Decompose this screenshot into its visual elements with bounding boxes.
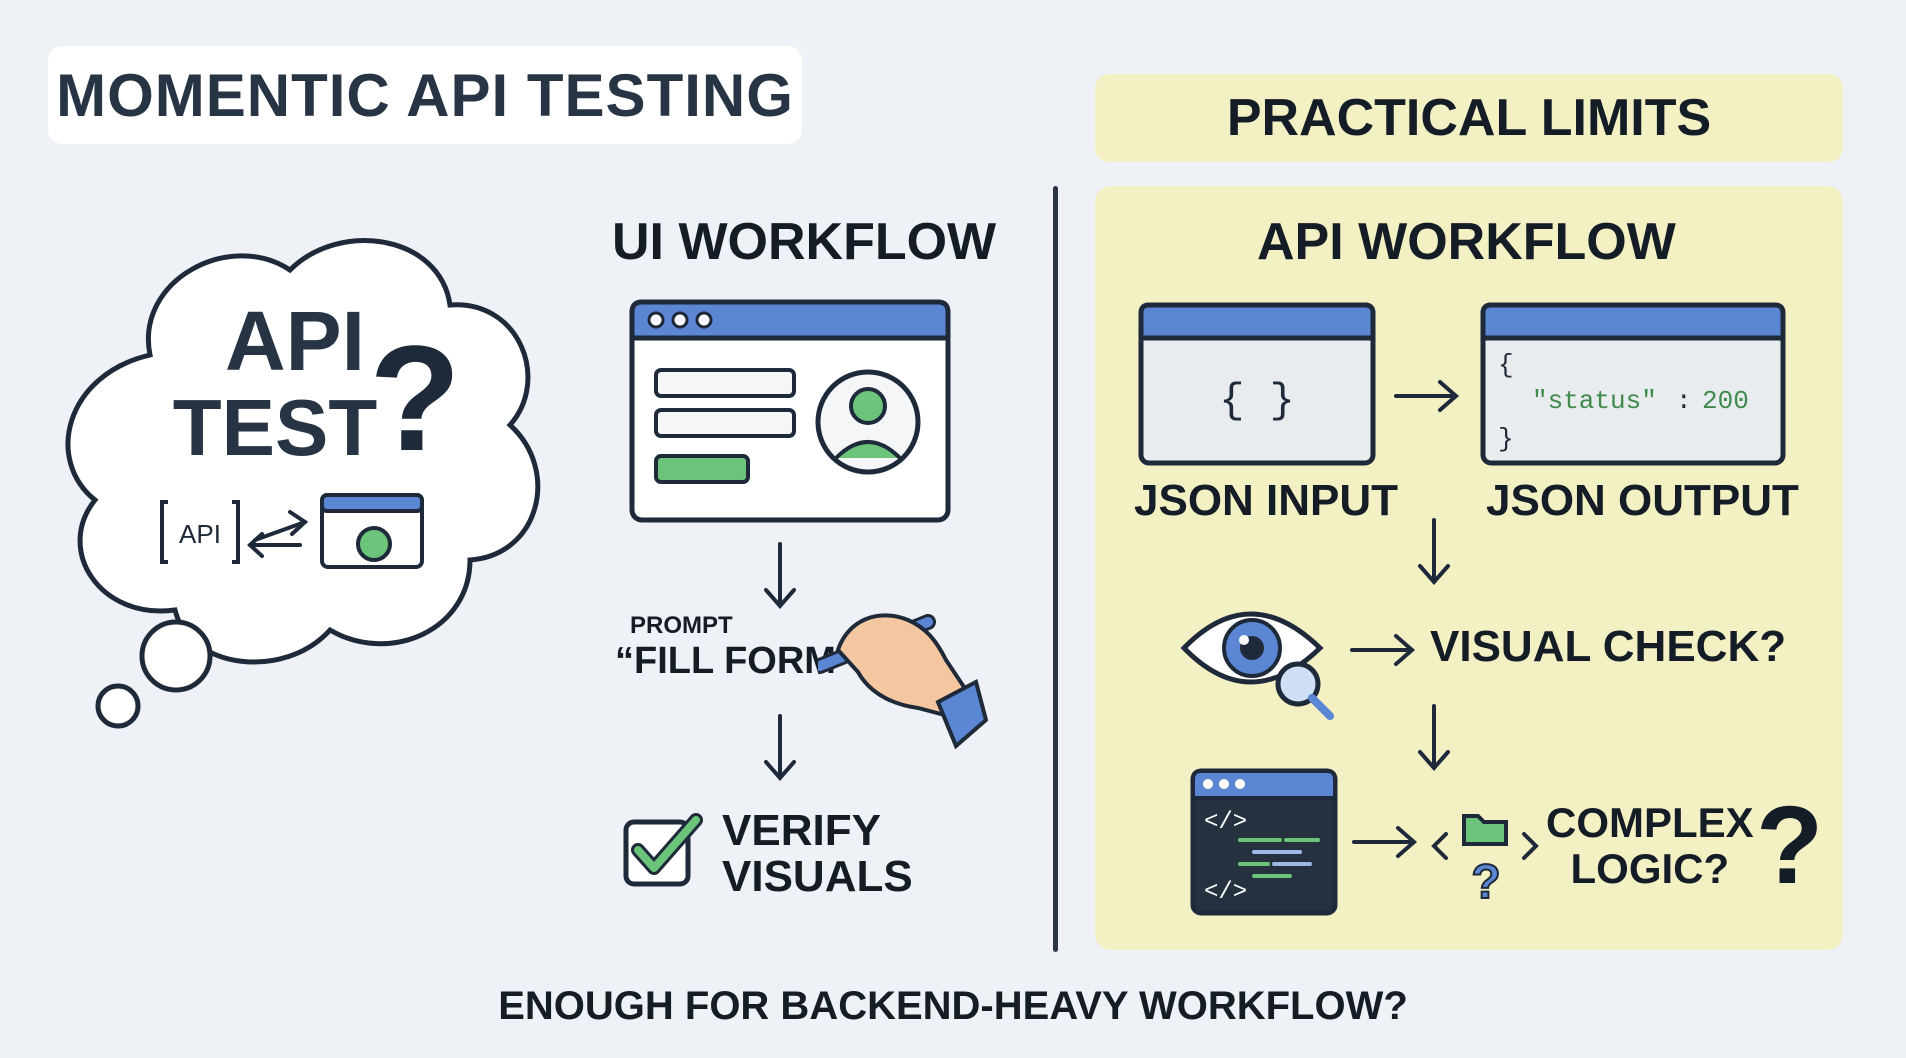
- folder-logic-icon: ?: [1431, 814, 1539, 904]
- form-field: [654, 368, 796, 398]
- cloud-bubble-small: [95, 683, 141, 729]
- title-box: MOMENTIC API TESTING: [48, 46, 802, 144]
- checkbox-checked-icon: [623, 813, 703, 887]
- json-status-value: 200: [1702, 386, 1749, 416]
- practical-limits-header: PRACTICAL LIMITS: [1095, 74, 1843, 162]
- complex-line1: COMPLEX: [1546, 799, 1754, 846]
- window-dot: [695, 311, 713, 329]
- section-divider: [1053, 186, 1058, 952]
- page-title: MOMENTIC API TESTING: [56, 61, 794, 129]
- json-input-braces: { }: [1219, 377, 1295, 425]
- verify-line2: VISUALS: [722, 852, 913, 901]
- thought-cloud: API TEST ? API: [65, 238, 541, 729]
- eye-magnifier-icon: [1180, 611, 1334, 720]
- complex-question-mark: ?: [1756, 784, 1824, 907]
- json-colon: :: [1676, 386, 1692, 416]
- prompt-text: “FILL FORM: [615, 640, 836, 682]
- ui-workflow-heading: UI WORKFLOW: [612, 213, 997, 271]
- api-bracket-left: [160, 500, 168, 564]
- form-field: [654, 408, 796, 438]
- hand-pen-icon: [818, 613, 988, 750]
- cloud-text-api: API: [225, 294, 365, 388]
- mini-window-icon: [320, 493, 424, 569]
- json-input-window: { }: [1138, 302, 1376, 466]
- verify-visuals-label: VERIFY VISUALS: [722, 808, 913, 900]
- api-workflow-heading: API WORKFLOW: [1257, 213, 1676, 271]
- code-tag-bottom: </>: [1204, 879, 1247, 906]
- json-close-brace: }: [1498, 424, 1514, 454]
- swap-arrow-icon: [247, 510, 309, 558]
- complex-line2: LOGIC?: [1570, 845, 1730, 892]
- json-status-key: "status": [1532, 386, 1657, 416]
- json-open-brace: {: [1498, 350, 1514, 380]
- cloud-text-test: TEST: [173, 383, 378, 472]
- verify-line1: VERIFY: [722, 806, 881, 855]
- arrow-down-icon: [764, 714, 796, 782]
- cloud-question-mark: ?: [369, 314, 461, 482]
- form-submit-button: [654, 454, 750, 484]
- cloud-bubble-large: [139, 619, 213, 693]
- arrow-down-icon: [764, 542, 796, 610]
- browser-form-window: [629, 299, 951, 523]
- arrow-down-icon: [1418, 704, 1450, 772]
- api-bracket-right: [232, 500, 240, 564]
- json-output-label: JSON OUTPUT: [1486, 476, 1799, 525]
- api-chip-label: API: [179, 519, 221, 549]
- magnifier-icon: [1275, 661, 1334, 720]
- practical-limits-title: PRACTICAL LIMITS: [1226, 89, 1712, 147]
- window-dot: [671, 311, 689, 329]
- footer-question: ENOUGH FOR BACKEND-HEAVY WORKFLOW?: [498, 984, 1408, 1028]
- visual-check-label: VISUAL CHECK?: [1430, 622, 1787, 671]
- code-editor-window: </> </>: [1190, 768, 1338, 916]
- folder-icon: [1462, 814, 1508, 846]
- json-input-label: JSON INPUT: [1134, 476, 1399, 525]
- arrow-right-icon: [1350, 634, 1416, 666]
- prompt-label: PROMPT: [630, 612, 733, 639]
- json-output-window: { "status" : 200 }: [1480, 302, 1786, 466]
- arrow-down-icon: [1418, 518, 1450, 586]
- avatar-icon: [815, 369, 921, 475]
- small-question-mark: ?: [1471, 856, 1500, 904]
- arrow-right-icon: [1394, 380, 1460, 412]
- code-tag-top: </>: [1204, 809, 1247, 836]
- window-dot: [647, 311, 665, 329]
- arrow-right-icon: [1352, 826, 1418, 858]
- complex-logic-label: COMPLEX LOGIC?: [1546, 800, 1754, 892]
